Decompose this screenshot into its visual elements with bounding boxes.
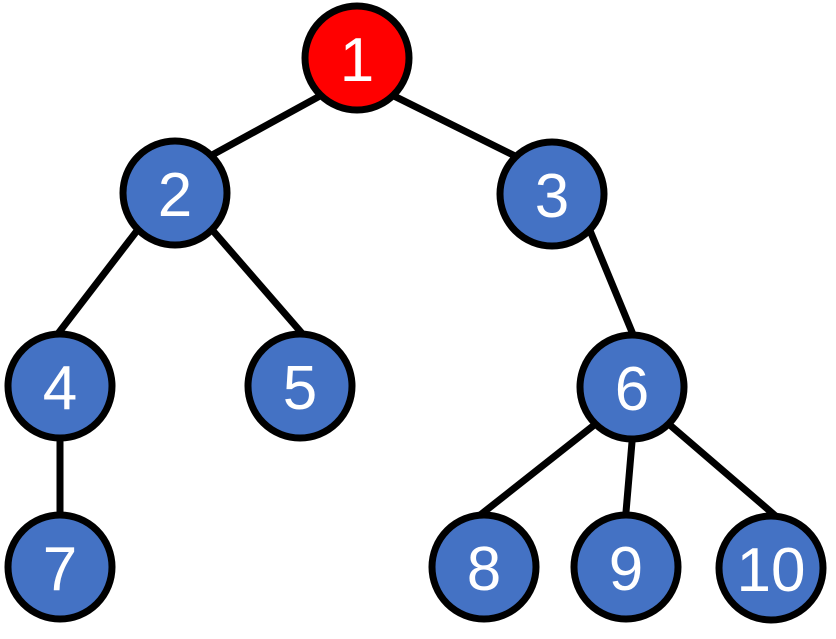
tree-node-7: 7	[4, 511, 116, 623]
node-label: 10	[737, 536, 806, 605]
node-label: 8	[467, 535, 501, 604]
node-label: 1	[340, 26, 374, 95]
node-label: 7	[43, 535, 77, 604]
tree-edge-3-6	[584, 224, 639, 341]
tree-edge-1-3	[387, 90, 522, 162]
node-circle	[428, 511, 540, 623]
tree-node-1-highlighted: 1	[301, 2, 413, 114]
node-circle	[301, 2, 413, 114]
tree-edge-6-10	[662, 418, 780, 520]
tree-node-10: 10	[715, 512, 827, 624]
tree-nodes-layer: 1 2 3 4 5 6 7 8 9 10	[4, 2, 827, 624]
node-label: 9	[609, 535, 643, 604]
node-label: 4	[43, 354, 77, 423]
tree-edges-layer	[52, 90, 780, 521]
node-label: 2	[158, 161, 192, 230]
node-label: 6	[615, 355, 649, 424]
tree-edge-1-2	[205, 90, 327, 161]
tree-edge-2-5	[206, 223, 308, 340]
node-circle	[119, 137, 231, 249]
node-label: 5	[283, 354, 317, 423]
tree-edge-2-4	[52, 223, 144, 340]
tree-node-4: 4	[4, 330, 116, 442]
node-label: 3	[535, 162, 569, 231]
tree-edge-6-9	[621, 433, 637, 521]
node-circle	[244, 330, 356, 442]
tree-edge-6-8	[475, 418, 602, 520]
node-circle	[715, 512, 827, 624]
tree-node-3: 3	[496, 138, 608, 250]
node-circle	[496, 138, 608, 250]
node-circle	[576, 331, 688, 443]
node-circle	[4, 330, 116, 442]
tree-node-5: 5	[244, 330, 356, 442]
tree-node-9: 9	[570, 511, 682, 623]
node-circle	[570, 511, 682, 623]
tree-node-2: 2	[119, 137, 231, 249]
node-circle	[4, 511, 116, 623]
tree-node-8: 8	[428, 511, 540, 623]
tree-node-6: 6	[576, 331, 688, 443]
